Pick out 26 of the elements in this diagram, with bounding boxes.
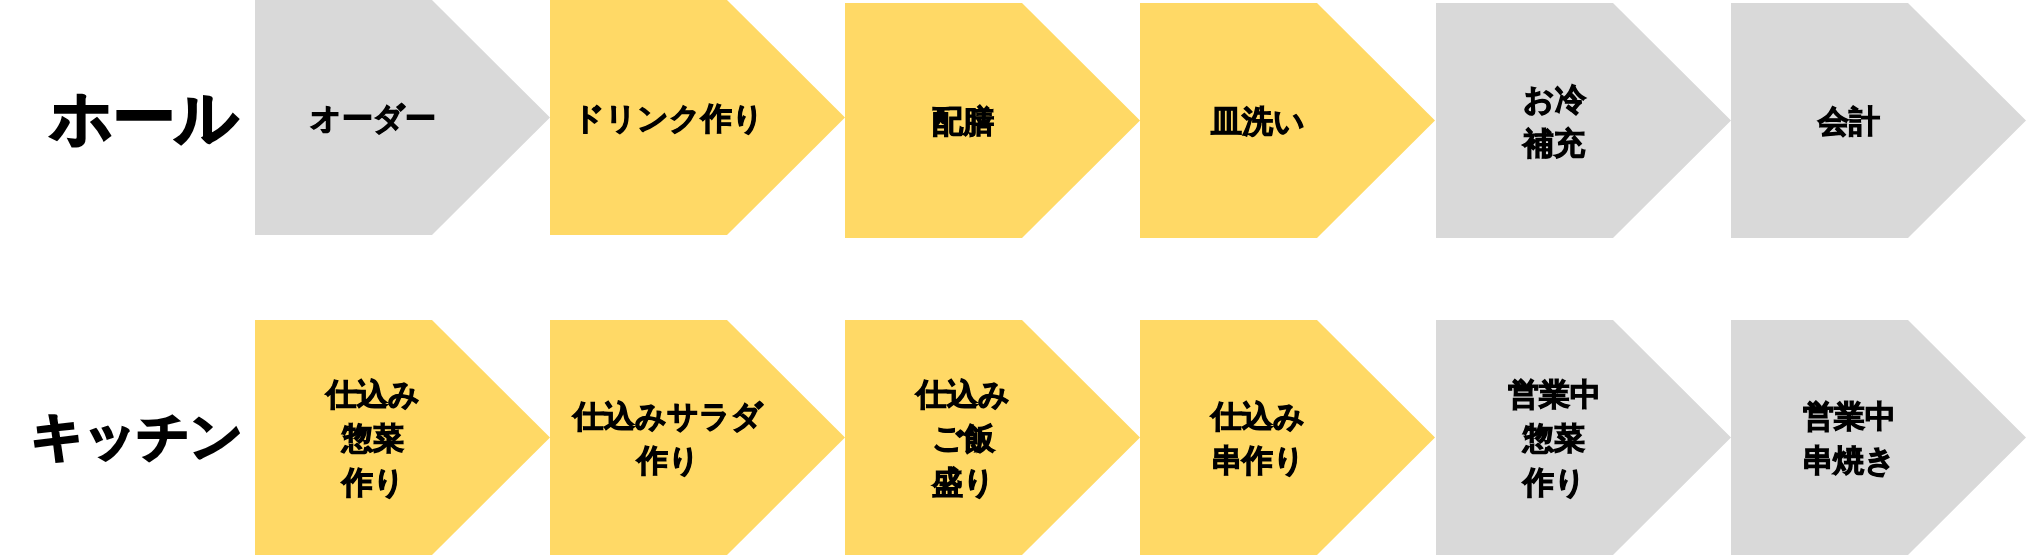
process-step [845,3,1140,238]
process-step [550,0,845,235]
step-label: お冷補充 [1522,79,1586,163]
process-step [255,0,550,235]
process-step [1436,320,1731,555]
process-step [1436,3,1731,238]
process-step [1731,3,2026,238]
row-heading: ホール [50,82,238,154]
step-label: 会計 [1818,101,1880,141]
process-step [1140,3,1435,238]
step-label: 仕込みサラダ作り [573,396,763,480]
step-label: 営業中串焼き [1802,396,1896,480]
process-step [550,320,845,555]
process-step [255,320,550,555]
process-step [1731,320,2026,555]
step-label: 仕込み串作り [1211,396,1305,480]
process-step [1140,320,1435,555]
step-label: 配膳 [932,101,994,141]
step-label: ドリンク作り [572,98,764,138]
process-step [845,320,1140,555]
step-label: 営業中惣菜作り [1507,374,1601,502]
step-label: 仕込みご飯盛り [916,374,1010,502]
step-label: オーダー [310,98,436,138]
step-label: 仕込み惣菜作り [326,374,420,502]
step-label: 皿洗い [1211,101,1305,141]
row-heading: キッチン [31,407,243,467]
